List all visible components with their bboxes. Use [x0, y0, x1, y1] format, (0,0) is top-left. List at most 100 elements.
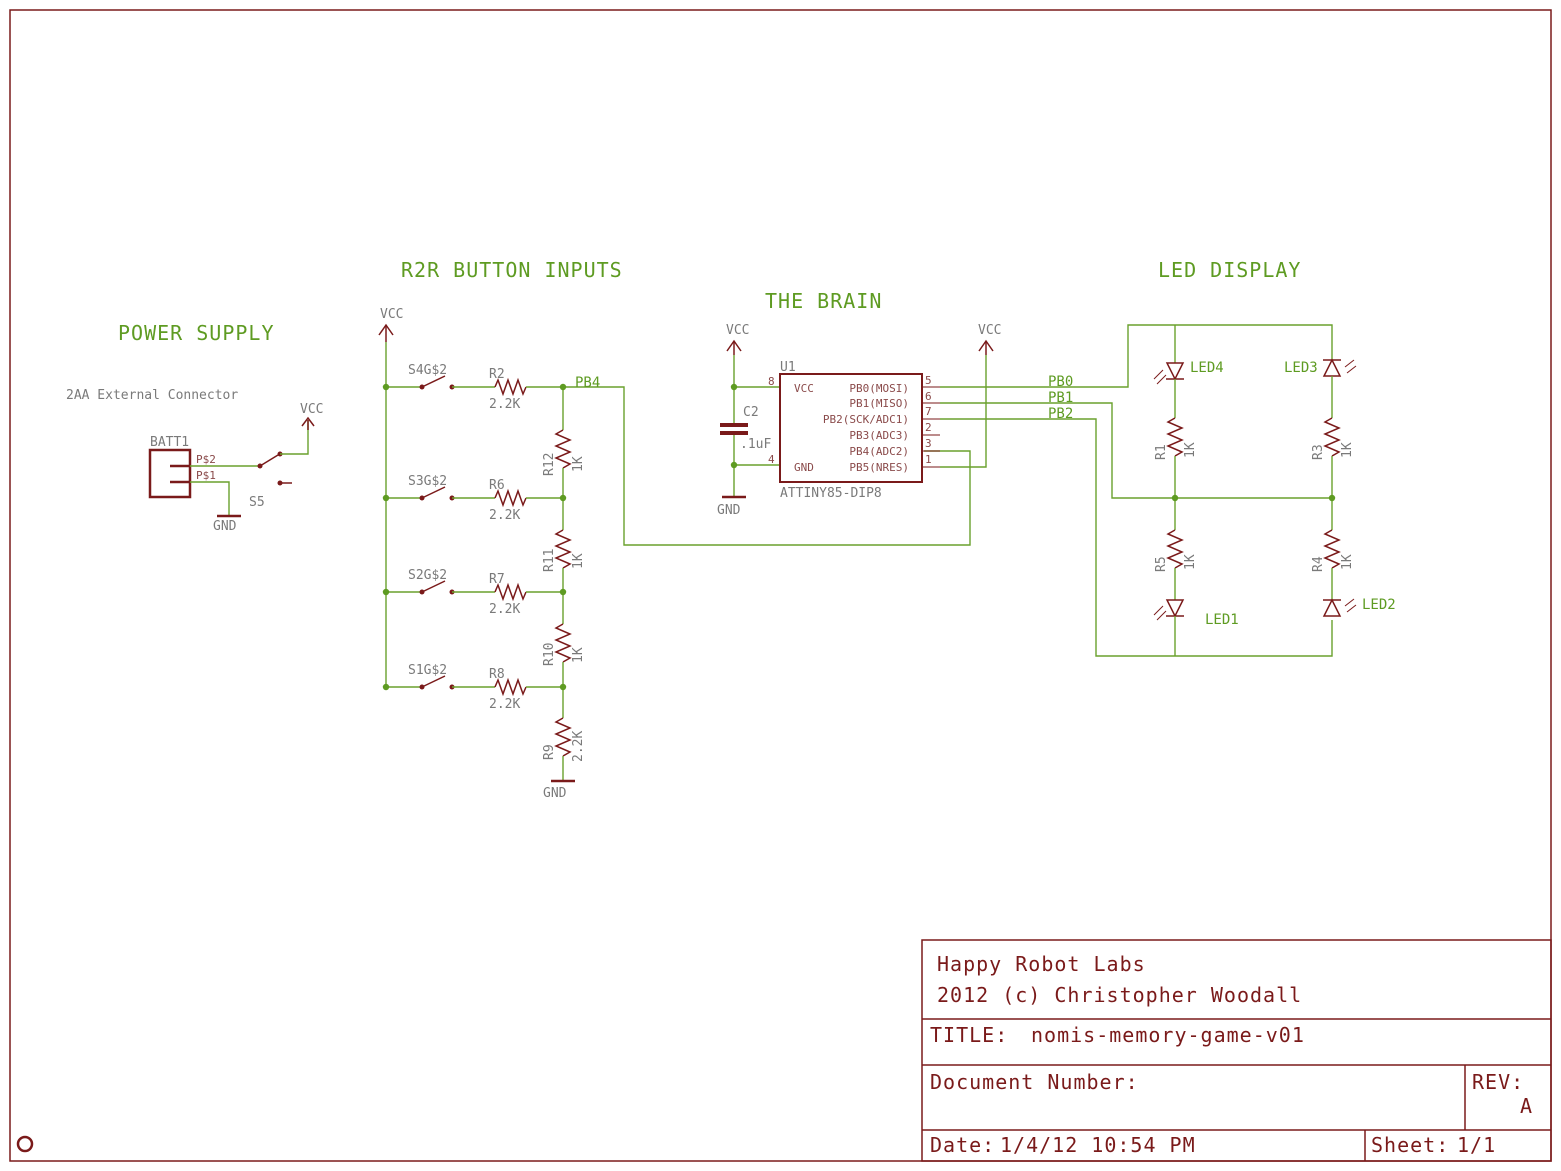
- led4-diode: [1153, 362, 1185, 385]
- switch-s1: [419, 675, 455, 690]
- switch-s4-label: S4G$2: [408, 363, 447, 378]
- switch-s3: [419, 486, 455, 501]
- r2r-vcc-label: VCC: [380, 307, 403, 322]
- chip-pin6-name: PB1(MISO): [849, 397, 909, 410]
- chip-part-label: ATTINY85-DIP8: [780, 486, 882, 501]
- r7-name: R7: [489, 572, 505, 587]
- c2-value: .1uF: [740, 437, 771, 452]
- net-pb0-label: PB0: [1048, 374, 1073, 390]
- r4-value: 1K: [1340, 554, 1355, 570]
- c2-name: C2: [743, 405, 759, 420]
- net-pb2-label: PB2: [1048, 406, 1073, 422]
- r4-name: R4: [1311, 556, 1326, 572]
- pb4-net-label: PB4: [575, 375, 600, 391]
- sheet-frame: [9, 9, 1552, 1162]
- brain-vcc-left-label: VCC: [726, 323, 749, 338]
- section-title-r2r: R2R BUTTON INPUTS: [401, 258, 623, 282]
- sheet-value: 1/1: [1457, 1133, 1496, 1157]
- r2r-section: VCC S4G$2 R2 2.2K S3G$2 R6: [378, 307, 971, 801]
- chip-pin7-num: 7: [925, 405, 932, 418]
- r11-name: R11: [542, 549, 557, 572]
- chip-pin7-name: PB2(SCK/ADC1): [823, 413, 909, 426]
- r3-value: 1K: [1340, 442, 1355, 458]
- resistor-r9: [554, 717, 572, 757]
- chip-pin6-num: 6: [925, 390, 932, 403]
- r9-value: 2.2K: [571, 731, 586, 762]
- r12-value: 1K: [571, 456, 586, 472]
- title-block: Happy Robot Labs 2012 (c) Christopher Wo…: [921, 939, 1552, 1162]
- r5-name: R5: [1154, 556, 1169, 572]
- battery-connector: [148, 448, 192, 499]
- led3-diode: [1322, 358, 1357, 377]
- date-value: 1/4/12 10:54 PM: [1000, 1133, 1196, 1157]
- r7-value: 2.2K: [489, 602, 520, 617]
- chip-pin2-num: 2: [925, 421, 932, 434]
- vcc-arrow-icon: [726, 339, 742, 355]
- r1-value: 1K: [1183, 442, 1198, 458]
- resistor-r11: [554, 529, 572, 569]
- power-supply-section: 2AA External Connector BATT1 P$2 P$1 S5 …: [66, 388, 323, 534]
- r1-name: R1: [1154, 444, 1169, 460]
- resistor-r2: [494, 377, 527, 397]
- led-section: LED4 R1 1K R5 1K LED1 LED3 R3 1K: [1153, 325, 1396, 656]
- connector-description: 2AA External Connector: [66, 388, 238, 403]
- chip-pin2-name: PB3(ADC3): [849, 429, 909, 442]
- section-title-led-display: LED DISPLAY: [1158, 258, 1301, 282]
- brain-section: VCC GND C2 .1uF U1 ATTINY85-DIP8 8 VCC 4…: [717, 323, 1333, 657]
- power-gnd-label: GND: [213, 519, 237, 534]
- net-pb1-label: PB1: [1048, 390, 1073, 406]
- vcc-arrow-icon: [378, 323, 394, 342]
- r3-name: R3: [1311, 444, 1326, 460]
- led1-label: LED1: [1205, 612, 1239, 628]
- r9-name: R9: [542, 744, 557, 760]
- r6-name: R6: [489, 478, 505, 493]
- led1-diode: [1153, 599, 1185, 621]
- resistor-r7: [494, 582, 527, 602]
- rev-label: REV:: [1472, 1070, 1524, 1094]
- r12-name: R12: [542, 453, 557, 476]
- brain-vcc-right-label: VCC: [978, 323, 1001, 338]
- resistor-r6: [494, 488, 527, 508]
- r2-name: R2: [489, 367, 505, 382]
- chip-pin3-num: 3: [925, 437, 932, 450]
- power-vcc-label: VCC: [300, 402, 323, 417]
- r2-value: 2.2K: [489, 397, 520, 412]
- resistor-r12: [554, 429, 572, 469]
- led4-label: LED4: [1190, 360, 1224, 376]
- chip-pin3-name: PB4(ADC2): [849, 445, 909, 458]
- resistor-r5: [1166, 529, 1184, 569]
- resistor-r4: [1323, 529, 1341, 569]
- r8-value: 2.2K: [489, 697, 520, 712]
- led2-label: LED2: [1362, 597, 1396, 613]
- title-label: TITLE:: [930, 1023, 1008, 1047]
- date-label: Date:: [930, 1133, 995, 1157]
- r8-name: R8: [489, 667, 505, 682]
- r11-value: 1K: [571, 553, 586, 569]
- rev-value: A: [1520, 1094, 1533, 1118]
- docnum-label: Document Number:: [930, 1070, 1139, 1094]
- switch-s3-label: S3G$2: [408, 474, 447, 489]
- title-value: nomis-memory-game-v01: [1031, 1023, 1305, 1047]
- r6-value: 2.2K: [489, 508, 520, 523]
- led2-diode: [1322, 598, 1357, 617]
- chip-pin8-name: VCC: [794, 382, 814, 395]
- vcc-arrow-icon: [301, 416, 315, 430]
- copyright-line: 2012 (c) Christopher Woodall: [937, 983, 1302, 1007]
- sheet-label: Sheet:: [1371, 1133, 1449, 1157]
- chip-pin8-num: 8: [768, 375, 775, 388]
- chip-pin5-name: PB0(MOSI): [849, 382, 909, 395]
- chip-ref-label: U1: [780, 360, 796, 375]
- origin-marker: [16, 1135, 34, 1153]
- switch-s4: [419, 375, 455, 390]
- chip-pin4-num: 4: [768, 453, 775, 466]
- chip-pin1-name: PB5(NRES): [849, 461, 909, 474]
- section-title-brain: THE BRAIN: [765, 289, 882, 313]
- led3-label: LED3: [1284, 360, 1318, 376]
- batt1-label: BATT1: [150, 435, 189, 450]
- attiny85-chip: [779, 373, 923, 483]
- batt-pin2-label: P$2: [196, 453, 216, 466]
- resistor-r10: [554, 623, 572, 663]
- switch-s2: [419, 580, 455, 595]
- power-switch-s5: [257, 451, 292, 486]
